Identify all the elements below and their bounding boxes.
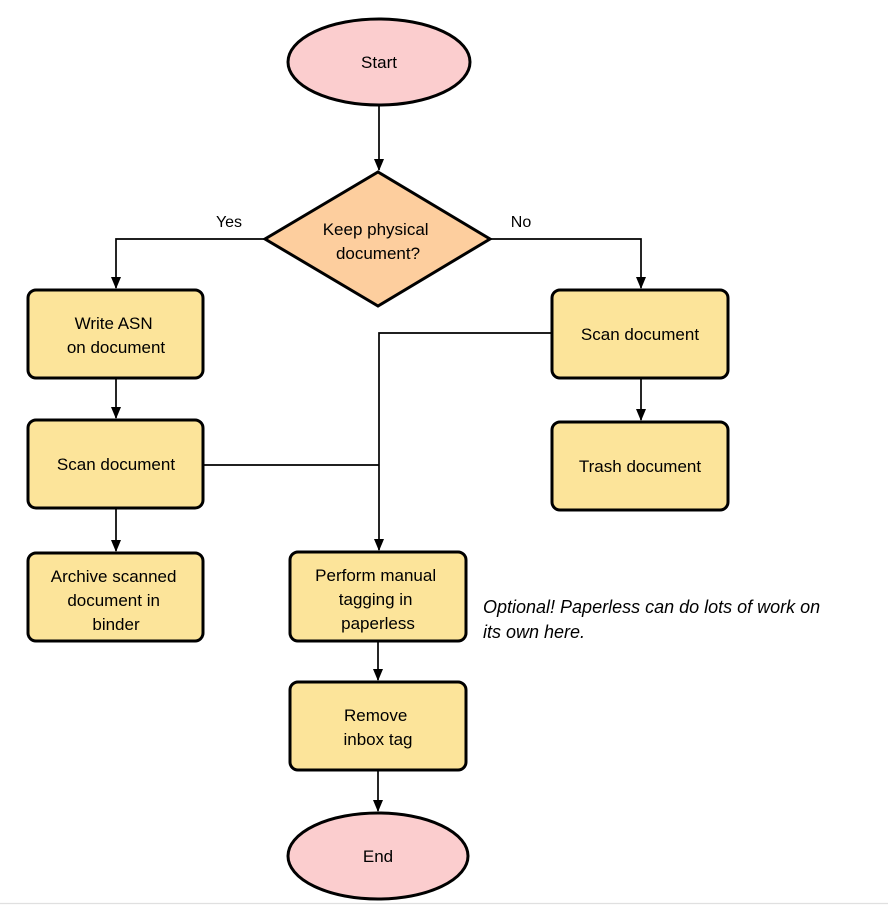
- annotation-note: Optional! Paperless can do lots of work …: [483, 597, 825, 642]
- archive-label-line: Archive scanned: [51, 567, 177, 586]
- node-end: End: [286, 811, 470, 901]
- write-asn-label-line: on document: [67, 338, 166, 357]
- tagging-label-line: paperless: [341, 614, 415, 633]
- write-asn-box: [26, 288, 205, 380]
- scan-document-left-box: [26, 418, 205, 510]
- node-remove-inbox: Remove inbox tag: [288, 680, 468, 772]
- write-asn-label: Write ASN on document: [67, 314, 166, 357]
- remove-inbox-label-line: inbox tag: [344, 730, 413, 749]
- decision-label: Keep physical document?: [323, 220, 434, 263]
- node-archive: Archive scanned document in binder: [26, 551, 205, 643]
- start-ellipse: [286, 17, 472, 107]
- edge-label-no: No: [511, 214, 532, 231]
- node-decision: Keep physical document?: [262, 170, 493, 308]
- trash-label: Trash document: [579, 457, 701, 476]
- node-scan-document-left: Scan document: [26, 418, 205, 510]
- end-label: End: [363, 847, 393, 866]
- scan-document-right-box: [550, 288, 730, 380]
- end-ellipse: [286, 811, 470, 901]
- scan-document-right-label: Scan document: [581, 325, 699, 344]
- remove-inbox-box: [288, 680, 468, 772]
- edge-decision-to-scan-right: [490, 238, 646, 289]
- archive-box: [26, 551, 205, 643]
- annotation-note-line: its own here.: [483, 622, 585, 642]
- archive-label: Archive scanned document in binder: [51, 567, 181, 634]
- node-start: Start: [286, 17, 472, 107]
- node-write-asn: Write ASN on document: [26, 288, 205, 380]
- remove-inbox-label-line: Remove: [344, 706, 407, 725]
- edge-scan-right-to-tagging: [374, 332, 552, 551]
- archive-label-line: document in: [67, 591, 160, 610]
- node-trash: Trash document: [550, 420, 730, 512]
- scan-document-left-label: Scan document: [57, 455, 175, 474]
- node-tagging: Perform manual tagging in paperless: [288, 550, 468, 643]
- edge-label-yes: Yes: [216, 214, 242, 231]
- decision-label-line: Keep physical: [323, 220, 429, 239]
- start-label: Start: [361, 53, 397, 72]
- annotation-note-line: Optional! Paperless can do lots of work …: [483, 597, 820, 617]
- edges: [111, 106, 646, 812]
- tagging-label-line: Perform manual: [315, 566, 436, 585]
- decision-diamond: [262, 170, 493, 308]
- trash-box: [550, 420, 730, 512]
- remove-inbox-label: Remove inbox tag: [344, 706, 413, 749]
- archive-label-line: binder: [92, 615, 140, 634]
- tagging-label-line: tagging in: [339, 590, 413, 609]
- tagging-box: [288, 550, 468, 643]
- decision-label-line: document?: [336, 244, 420, 263]
- node-scan-document-right: Scan document: [550, 288, 730, 380]
- write-asn-label-line: Write ASN: [75, 314, 153, 333]
- edge-decision-to-write-asn: [111, 238, 265, 289]
- tagging-label: Perform manual tagging in paperless: [315, 566, 441, 633]
